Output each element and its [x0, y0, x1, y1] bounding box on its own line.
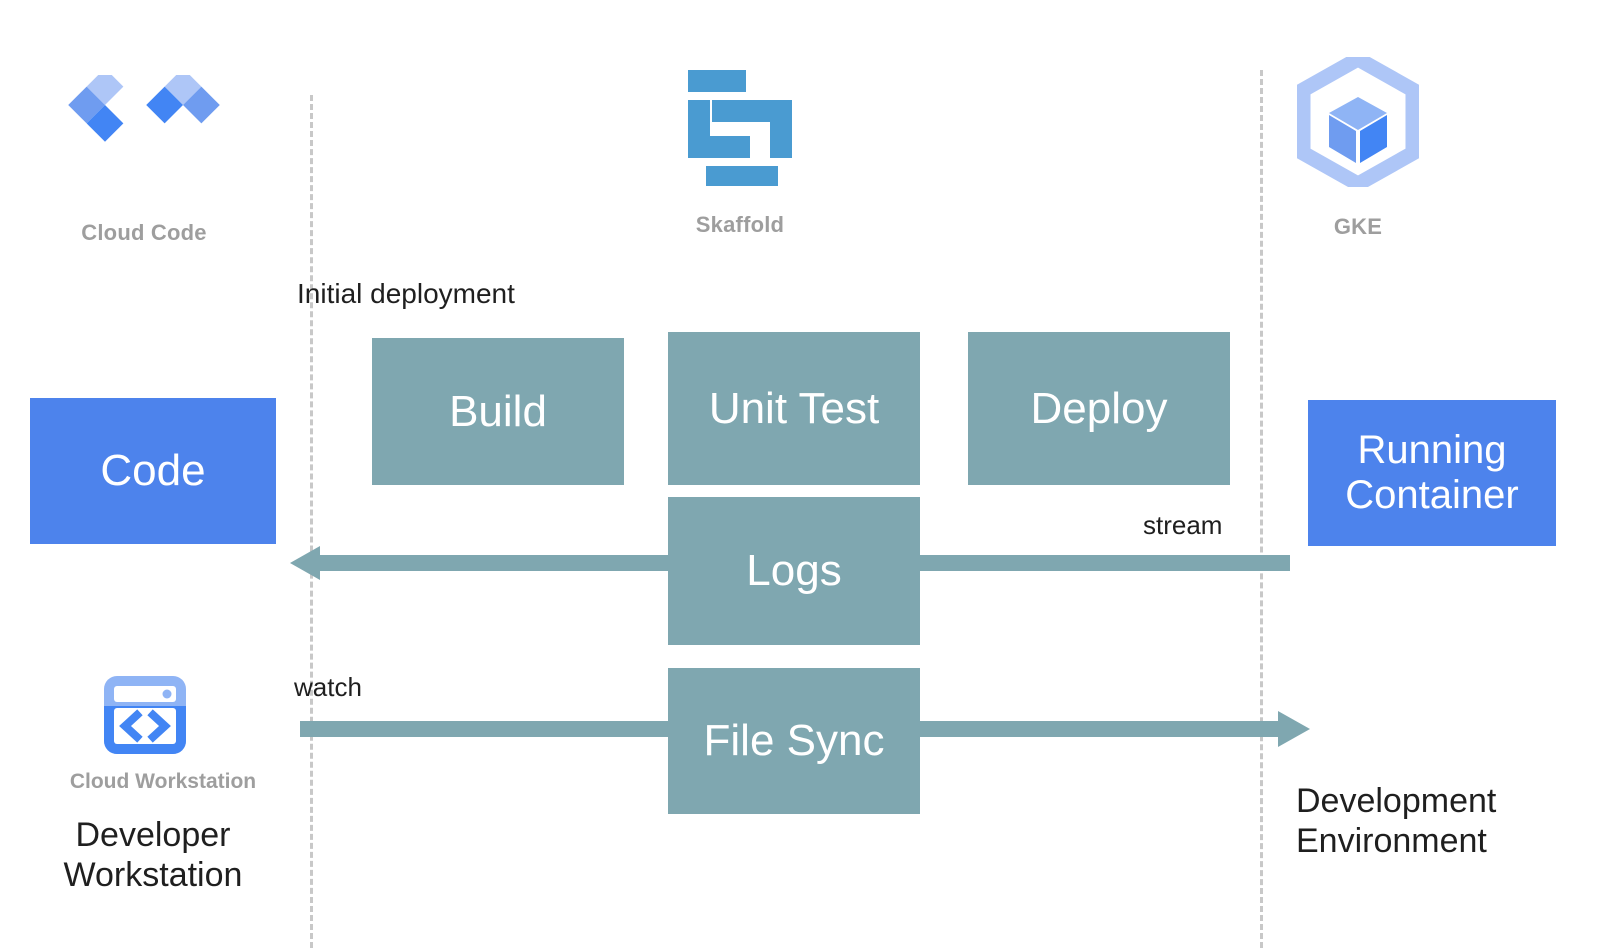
box-file-sync-label: File Sync [703, 716, 885, 766]
box-running-container-label: Running Container [1345, 428, 1518, 518]
label-initial-deployment: Initial deployment [297, 278, 515, 309]
box-deploy-label: Deploy [1030, 383, 1168, 433]
development-environment-line1: Development [1296, 782, 1497, 820]
logo-caption-skaffold: Skaffold [695, 212, 785, 237]
box-running-container-line1: Running [1357, 428, 1507, 473]
label-development-environment: Development Environment [1296, 782, 1566, 862]
box-deploy[interactable]: Deploy [968, 332, 1230, 485]
box-build-label: Build [449, 386, 547, 436]
logo-block-skaffold: Skaffold [630, 62, 850, 238]
box-running-container[interactable]: Running Container [1308, 400, 1556, 546]
box-build[interactable]: Build [372, 338, 624, 485]
box-code[interactable]: Code [30, 398, 276, 544]
development-environment-line2: Environment [1296, 821, 1487, 860]
label-stream: stream [1143, 510, 1223, 540]
logo-block-cloud-code: Cloud Code [34, 70, 254, 246]
box-file-sync[interactable]: File Sync [668, 668, 920, 814]
cloud-code-icon [34, 70, 254, 198]
label-cloud-workstation: Cloud Workstation [69, 770, 257, 793]
gke-icon [1248, 57, 1468, 187]
label-watch: watch [294, 672, 362, 702]
box-running-container-line2: Container [1345, 473, 1519, 517]
box-logs[interactable]: Logs [668, 497, 920, 645]
logo-caption-gke: GKE [1333, 214, 1383, 239]
logo-block-gke: GKE [1248, 57, 1468, 240]
boundary-line-left [310, 95, 313, 948]
logo-caption-cloud-code: Cloud Code [81, 220, 207, 245]
box-unit-test[interactable]: Unit Test [668, 332, 920, 485]
box-logs-label: Logs [746, 546, 842, 596]
box-unit-test-label: Unit Test [708, 383, 880, 433]
cloud-workstation-icon [100, 670, 190, 760]
developer-workstation-line1: Developer [75, 816, 231, 854]
skaffold-icon [630, 62, 850, 190]
developer-workstation-line2: Workstation [63, 855, 243, 894]
label-developer-workstation: Developer Workstation [24, 816, 282, 896]
box-code-label: Code [100, 446, 206, 496]
boundary-line-right [1260, 70, 1263, 948]
